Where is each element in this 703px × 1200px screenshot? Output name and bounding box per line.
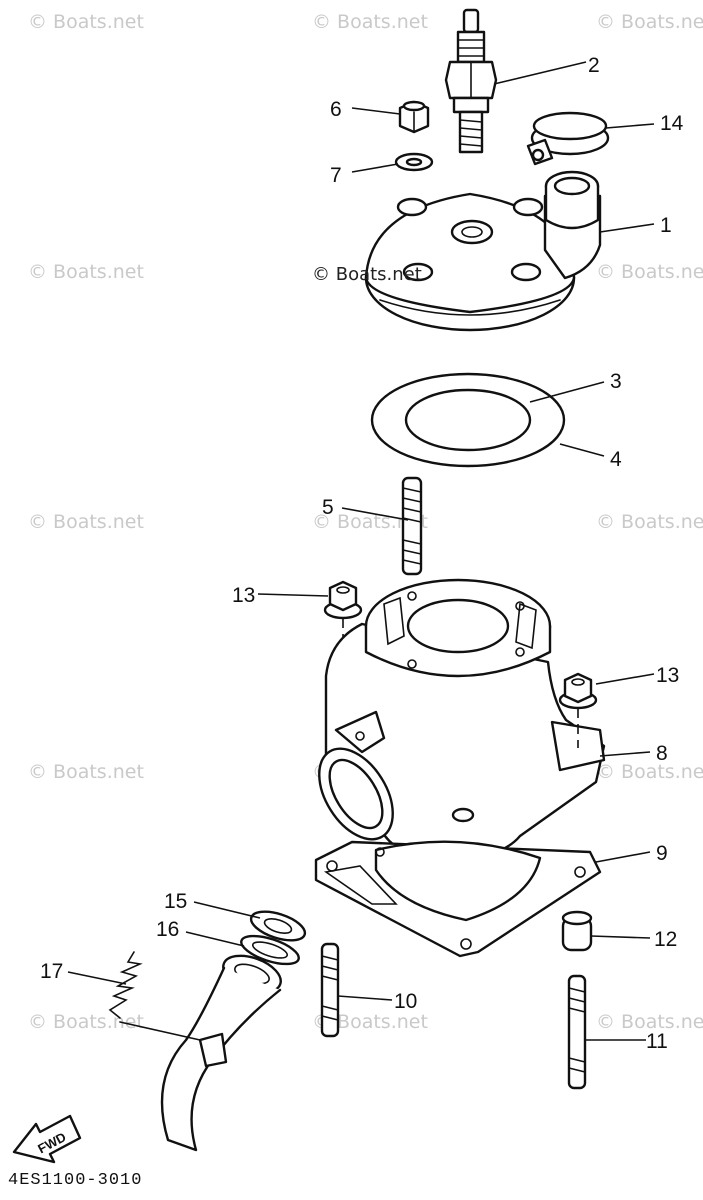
callout-10: 10 <box>394 990 417 1013</box>
stud-bolt <box>320 942 340 1038</box>
head-gasket <box>370 372 566 468</box>
watermark: © Boats.net <box>28 511 144 533</box>
flange-nut <box>323 580 363 620</box>
callout-15: 15 <box>164 890 187 913</box>
callout-7: 7 <box>330 164 342 187</box>
callout-8: 8 <box>656 742 668 765</box>
watermark: © Boats.net <box>28 761 144 783</box>
joint-gasket <box>240 910 307 966</box>
flange-nut <box>558 672 598 710</box>
head-watermark: © Boats.net <box>312 264 422 285</box>
cap-nut <box>398 100 430 134</box>
watermark: © Boats.net <box>312 11 428 33</box>
callout-6: 6 <box>330 98 342 121</box>
callout-11: 11 <box>646 1030 668 1053</box>
watermark-layer: © Boats.net © Boats.net © Boats.net © Bo… <box>28 11 703 1033</box>
cylinder-head <box>364 170 602 332</box>
callout-9: 9 <box>656 842 668 865</box>
callout-17: 17 <box>40 960 63 983</box>
watermark: © Boats.net <box>28 261 144 283</box>
callout-1: 1 <box>660 214 672 237</box>
intake-pipe <box>119 954 282 1152</box>
watermark: © Boats.net <box>596 1011 703 1033</box>
stud-bolt <box>401 476 423 576</box>
base-gasket <box>314 840 602 958</box>
spark-plug <box>444 8 498 154</box>
watermark: © Boats.net <box>312 511 428 533</box>
watermark: © Boats.net <box>28 11 144 33</box>
callout-4: 4 <box>610 448 622 471</box>
hose-clamp <box>526 111 610 166</box>
callout-13-right: 13 <box>656 664 679 687</box>
callout-2: 2 <box>588 54 600 77</box>
callout-5: 5 <box>322 496 334 519</box>
callout-16: 16 <box>156 918 179 941</box>
watermark: © Boats.net <box>596 11 703 33</box>
watermark: © Boats.net <box>596 261 703 283</box>
washer <box>394 152 434 172</box>
callout-labels: 2 6 7 14 1 3 4 5 13 13 8 9 12 10 11 15 1… <box>40 54 684 1053</box>
part-code: 4ES1100-3010 <box>8 1171 142 1190</box>
callout-12: 12 <box>654 928 677 951</box>
leader-lines <box>67 61 655 1041</box>
spring <box>108 951 143 1019</box>
watermark: © Boats.net <box>28 1011 144 1033</box>
callout-13-left: 13 <box>232 584 255 607</box>
watermark: © Boats.net <box>312 1011 428 1033</box>
callout-3: 3 <box>610 370 622 393</box>
watermark: © Boats.net <box>596 761 703 783</box>
watermark: © Boats.net <box>596 511 703 533</box>
stud-bolt <box>567 974 587 1090</box>
fwd-arrow-icon: FWD <box>12 1114 82 1164</box>
callout-14: 14 <box>660 112 684 135</box>
cylinder <box>318 578 606 864</box>
dowel-pin <box>561 910 593 952</box>
